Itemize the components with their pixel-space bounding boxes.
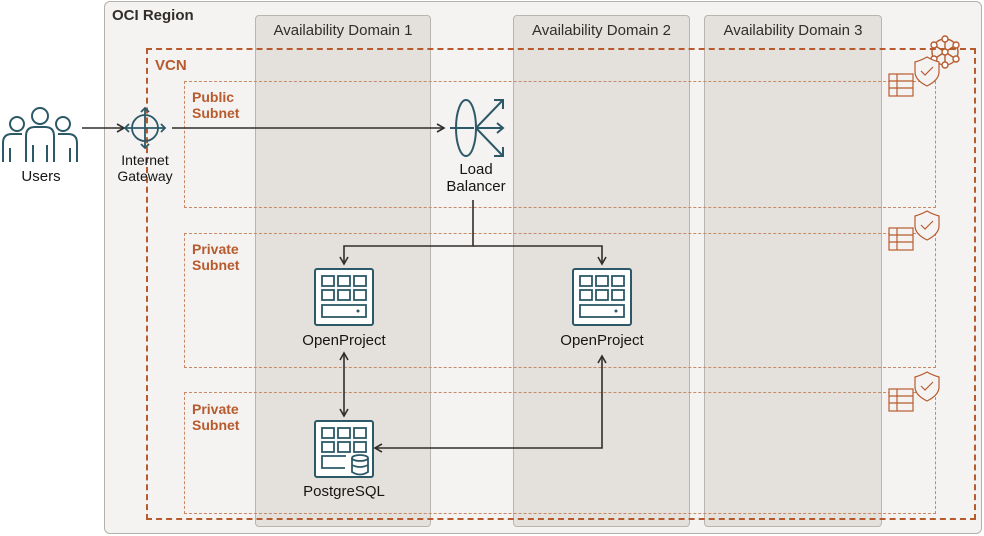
load-balancer-icon xyxy=(450,99,505,157)
load-balancer-label: Load Balancer xyxy=(436,161,516,195)
public-subnet-security-icon xyxy=(888,56,940,97)
vcn-label: VCN xyxy=(155,57,187,74)
private-app-subnet-security-icon xyxy=(888,210,940,251)
private-db-subnet-security-icon xyxy=(888,371,940,412)
connectors xyxy=(82,123,607,453)
load-balancer-label-line2: Balancer xyxy=(446,178,506,195)
availability-domain-1-label: Availability Domain 1 xyxy=(273,22,413,39)
vcn-icon xyxy=(930,35,960,69)
private-db-subnet-label-line1: Private xyxy=(192,401,239,417)
availability-domain-2-label: Availability Domain 2 xyxy=(532,22,671,39)
availability-domain-3 xyxy=(704,15,882,527)
openproject-2-vm-icon xyxy=(572,268,632,326)
openproject-2-db-arrow xyxy=(373,354,607,453)
openproject-2-label: OpenProject xyxy=(560,332,644,349)
internet-gateway-icon xyxy=(123,106,167,150)
private-app-subnet-label-line2: Subnet xyxy=(192,257,240,273)
public-subnet-label: Public Subnet xyxy=(192,89,252,121)
private-db-subnet-label-line2: Subnet xyxy=(192,417,240,433)
vcn-boundary xyxy=(146,48,976,520)
availability-domain-3-label: Availability Domain 3 xyxy=(723,22,863,39)
lb-to-openproject-2-arrow xyxy=(473,245,607,266)
private-db-subnet-label: Private Subnet xyxy=(192,401,252,433)
private-app-subnet-label: Private Subnet xyxy=(192,241,252,273)
postgresql-db-icon xyxy=(314,420,374,478)
openproject-1-vm-icon xyxy=(314,268,374,326)
users-icon xyxy=(2,107,78,162)
public-subnet-label-line2: Subnet xyxy=(192,105,240,121)
load-balancer-label-line1: Load xyxy=(459,161,493,178)
lb-to-openproject-1-arrow xyxy=(339,200,474,266)
openproject-1-label: OpenProject xyxy=(302,332,386,349)
users-label: Users xyxy=(21,168,61,185)
internet-gateway-label: Internet Gateway xyxy=(110,152,180,184)
region-title: OCI Region xyxy=(112,7,194,24)
private-app-subnet-label-line1: Private xyxy=(192,241,239,257)
public-subnet xyxy=(184,81,936,208)
public-subnet-label-line1: Public xyxy=(192,89,235,105)
internet-gateway-label-line2: Gateway xyxy=(117,168,173,184)
internet-gateway-label-line1: Internet xyxy=(121,152,169,168)
postgresql-label: PostgreSQL xyxy=(303,483,385,500)
